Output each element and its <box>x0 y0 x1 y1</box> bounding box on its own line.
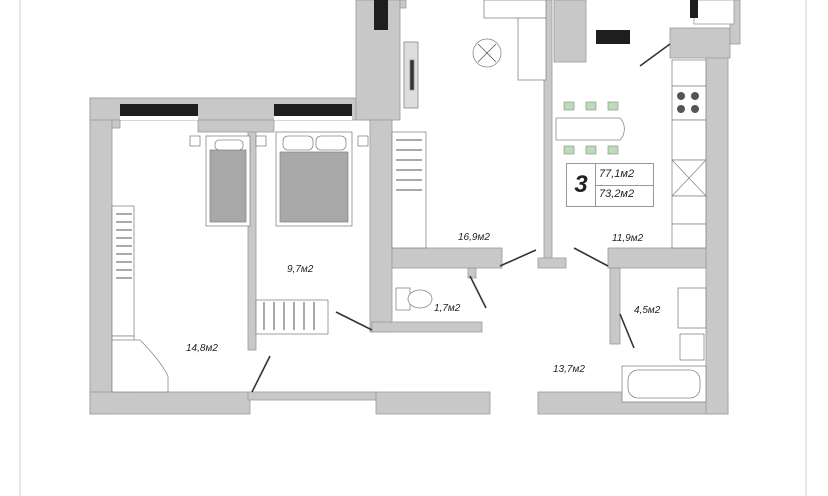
rooms-count: 3 <box>567 164 596 206</box>
room-area-wc: 1,7м2 <box>434 303 461 314</box>
total-area: 77,1м2 <box>599 168 635 180</box>
dining-chairs <box>563 101 619 155</box>
window-glass <box>120 116 352 120</box>
kitchen-cross <box>671 159 707 197</box>
hangers <box>116 139 422 330</box>
badge-divider <box>595 185 653 186</box>
room-area-bedroom: 9,7м2 <box>287 264 314 275</box>
room-area-living: 16,9м2 <box>458 232 490 243</box>
doors <box>251 43 671 393</box>
living-area: 73,2м2 <box>599 188 635 200</box>
room-area-bathroom: 4,5м2 <box>634 305 661 316</box>
furniture <box>111 0 707 403</box>
windows <box>120 0 698 118</box>
area-summary-badge: 3 77,1м2 73,2м2 <box>566 163 654 207</box>
walls <box>89 0 741 415</box>
room-area-large: 14,8м2 <box>186 343 218 354</box>
room-area-hall: 13,7м2 <box>553 364 585 375</box>
room-area-kitchen: 11,9м2 <box>612 233 644 244</box>
stove-burners <box>677 92 699 113</box>
